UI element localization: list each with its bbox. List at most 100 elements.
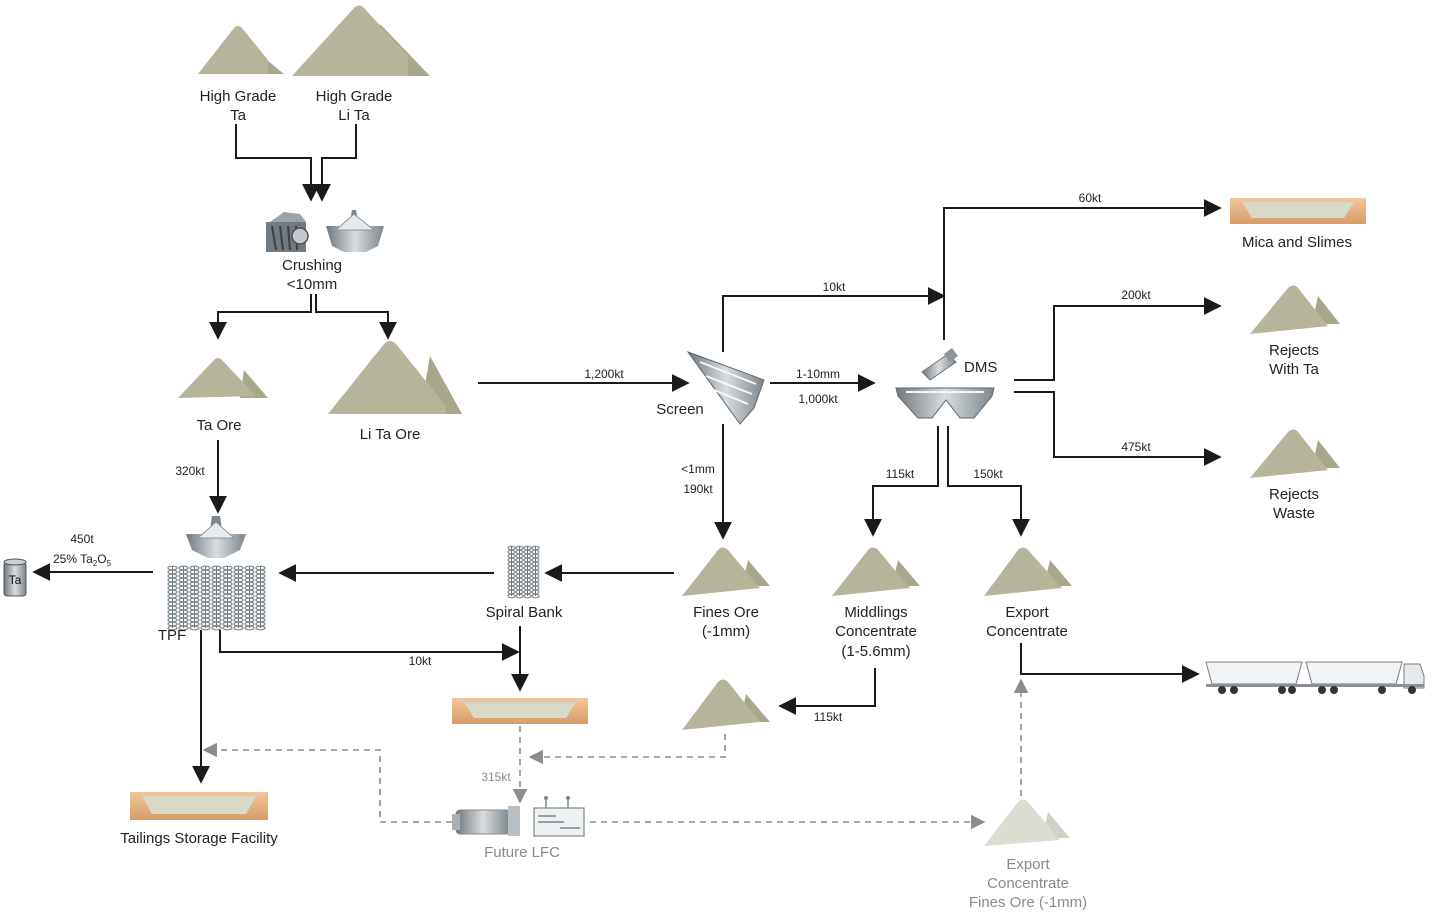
flow-label-1200kt: 1,200kt (584, 367, 624, 381)
flow-label-200kt: 200kt (1121, 288, 1151, 302)
stockpile-icon (984, 547, 1072, 596)
spiral-column (222, 565, 233, 599)
stockpile-icon (682, 679, 770, 730)
tpf-cyclone-icon (186, 516, 246, 558)
stockpile-icon (832, 547, 920, 596)
flow-tpf-10kt (219, 630, 520, 661)
flow-label-1-10mm: 1-10mm (796, 367, 840, 381)
ta-drum-icon: Ta (3, 558, 27, 597)
spiral-column (167, 565, 178, 599)
spiral-column (178, 597, 189, 631)
ball-mill-icon (452, 806, 520, 836)
spiral-bank-icon (507, 545, 540, 599)
flow-dms-to-rejects-ta (1014, 297, 1222, 381)
jaw-crusher-icon (266, 212, 309, 252)
tpf-spiral-array-icon (167, 565, 266, 631)
flow-label-115kt-middlings: 115kt (814, 710, 843, 724)
screen-icon (686, 350, 765, 425)
dms-tank-icon (895, 387, 995, 419)
dms-cyclone-icon (921, 348, 958, 381)
flow-label-grade: 25% Ta2O5 (53, 552, 112, 568)
flow-dms-to-rejects-waste (1014, 391, 1222, 466)
flow-middlings-115kt (778, 668, 876, 715)
spiral-column (255, 565, 266, 599)
stockpile-icon (198, 26, 284, 74)
spiral-column (200, 565, 211, 599)
spiral-column (531, 545, 540, 599)
spiral-column (507, 545, 516, 599)
spiral-column (211, 565, 222, 599)
spiral-column (189, 565, 200, 599)
flow-labels: 60kt 10kt 200kt 1,200kt 1-10mm 1,000kt 4… (53, 191, 1151, 784)
spiral-column (255, 597, 266, 631)
flow-label-lt1mm: <1mm (681, 462, 715, 476)
settling-pond-icon (452, 698, 588, 724)
flow-dms-to-mica (943, 199, 1222, 340)
spiral-column (244, 597, 255, 631)
stockpile-icon (1250, 429, 1340, 478)
flow-crusher-to-lita (315, 294, 397, 340)
flow-label-60kt: 60kt (1079, 191, 1102, 205)
cone-crusher-icon (326, 210, 384, 252)
flow-screen-10kt (722, 287, 946, 352)
spiral-column (222, 597, 233, 631)
flow-label-150kt: 150kt (973, 467, 1003, 481)
spiral-column (233, 597, 244, 631)
flow-label-320kt: 320kt (175, 464, 205, 478)
label-spiral-bank: Spiral Bank (486, 604, 563, 621)
tailings-pond-icon (130, 792, 268, 820)
flow-lfc-to-tsf (202, 742, 452, 823)
label-tpf: TPF (158, 627, 186, 644)
stockpile-icon (682, 547, 770, 596)
spiral-column (233, 565, 244, 599)
flow-dms-to-export (947, 426, 1030, 537)
flow-label-450t: 450t (70, 532, 94, 546)
flow-hg-ta-to-crusher (235, 124, 320, 202)
spiral-column (200, 597, 211, 631)
flow-dms-to-middlings (864, 426, 939, 537)
flow-label-115kt-dms: 115kt (886, 467, 915, 481)
spiral-column (523, 545, 532, 599)
flow-label-1000kt: 1,000kt (798, 392, 838, 406)
stockpile-icon (328, 341, 462, 414)
stockpile-icon (984, 799, 1070, 846)
stockpile-icon (292, 5, 430, 76)
label-ta-ore: Ta Ore (196, 417, 241, 434)
flow-label-475kt: 475kt (1121, 440, 1151, 454)
flow-hg-lita-to-crusher (313, 124, 357, 202)
spiral-column (178, 565, 189, 599)
ta-drum-label: Ta (9, 573, 22, 587)
flow-label-190kt: 190kt (683, 482, 713, 496)
future-flow-lines (202, 678, 1029, 830)
control-panel-icon (533, 796, 585, 837)
stockpile-icon (178, 358, 268, 398)
mica-pond-icon (1230, 198, 1366, 224)
label-li-ta-ore: Li Ta Ore (360, 426, 421, 443)
spiral-column (189, 597, 200, 631)
spiral-column (244, 565, 255, 599)
spiral-column (515, 545, 524, 599)
label-dms: DMS (964, 359, 997, 376)
flow-label-10kt-tpf: 10kt (409, 654, 432, 668)
haul-truck-icon (1205, 661, 1425, 694)
flow-crusher-split (209, 294, 312, 340)
spiral-column (211, 597, 222, 631)
flow-label-10kt-screen: 10kt (823, 280, 846, 294)
label-tailings-storage-facility: Tailings Storage Facility (120, 830, 278, 847)
stockpile-icon (1250, 285, 1340, 334)
flow-lines (32, 124, 1222, 784)
label-future-lfc: Future LFC (484, 844, 560, 861)
flow-export-to-truck (1020, 643, 1200, 683)
label-crushing: Crushing<10mm (282, 257, 342, 293)
flow-label-315kt: 315kt (481, 770, 511, 784)
label-fines-ore: Fines Ore(-1mm) (693, 604, 759, 640)
flow-pile-to-lfc (528, 734, 726, 765)
